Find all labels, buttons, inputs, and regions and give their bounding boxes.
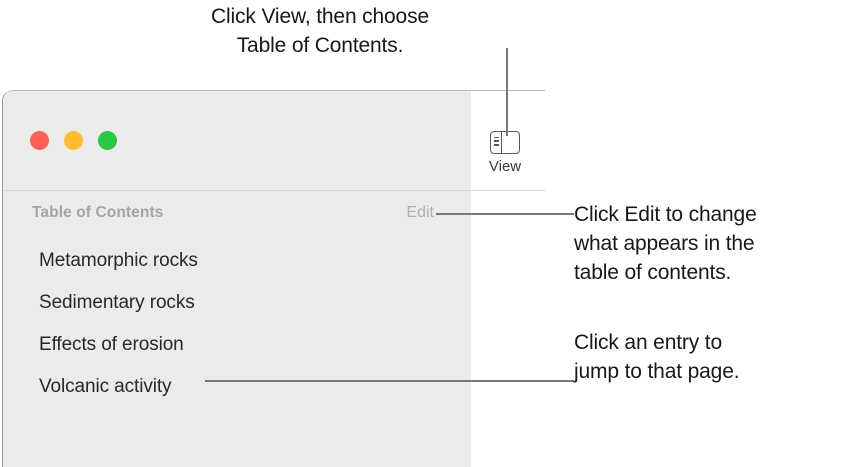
close-window-button[interactable] [30,131,49,150]
callout-leader-line-edit [436,213,574,215]
list-item[interactable]: Effects of erosion [39,334,184,355]
callout-text-edit: Click Edit to change what appears in the… [574,203,757,284]
table-of-contents-sidebar [3,91,471,467]
list-item[interactable]: Sedimentary rocks [39,292,195,313]
icon-pane-lines [494,136,499,146]
callout-leader-line-entry [205,380,574,382]
view-button-label: View [488,158,522,175]
list-item[interactable]: Volcanic activity [39,376,172,397]
icon-pane-divider [500,132,503,153]
view-toolbar-button[interactable]: View [477,131,533,175]
table-of-contents-header: Table of Contents Edit [32,204,434,222]
zoom-window-button[interactable] [98,131,117,150]
callout-text-view: Click View, then choose Table of Content… [211,5,429,57]
table-of-contents-list: Metamorphic rocks Sedimentary rocks Effe… [39,240,439,408]
minimize-window-button[interactable] [64,131,83,150]
sidebar-toggle-icon [490,131,520,154]
callout-leader-line-view [506,48,508,136]
list-item[interactable]: Metamorphic rocks [39,250,198,271]
table-of-contents-title: Table of Contents [32,204,164,221]
window-toolbar [3,91,545,191]
document-window [2,90,545,467]
window-controls [30,131,117,150]
callout-text-entry: Click an entry to jump to that page. [574,331,740,383]
edit-button[interactable]: Edit [406,204,434,221]
